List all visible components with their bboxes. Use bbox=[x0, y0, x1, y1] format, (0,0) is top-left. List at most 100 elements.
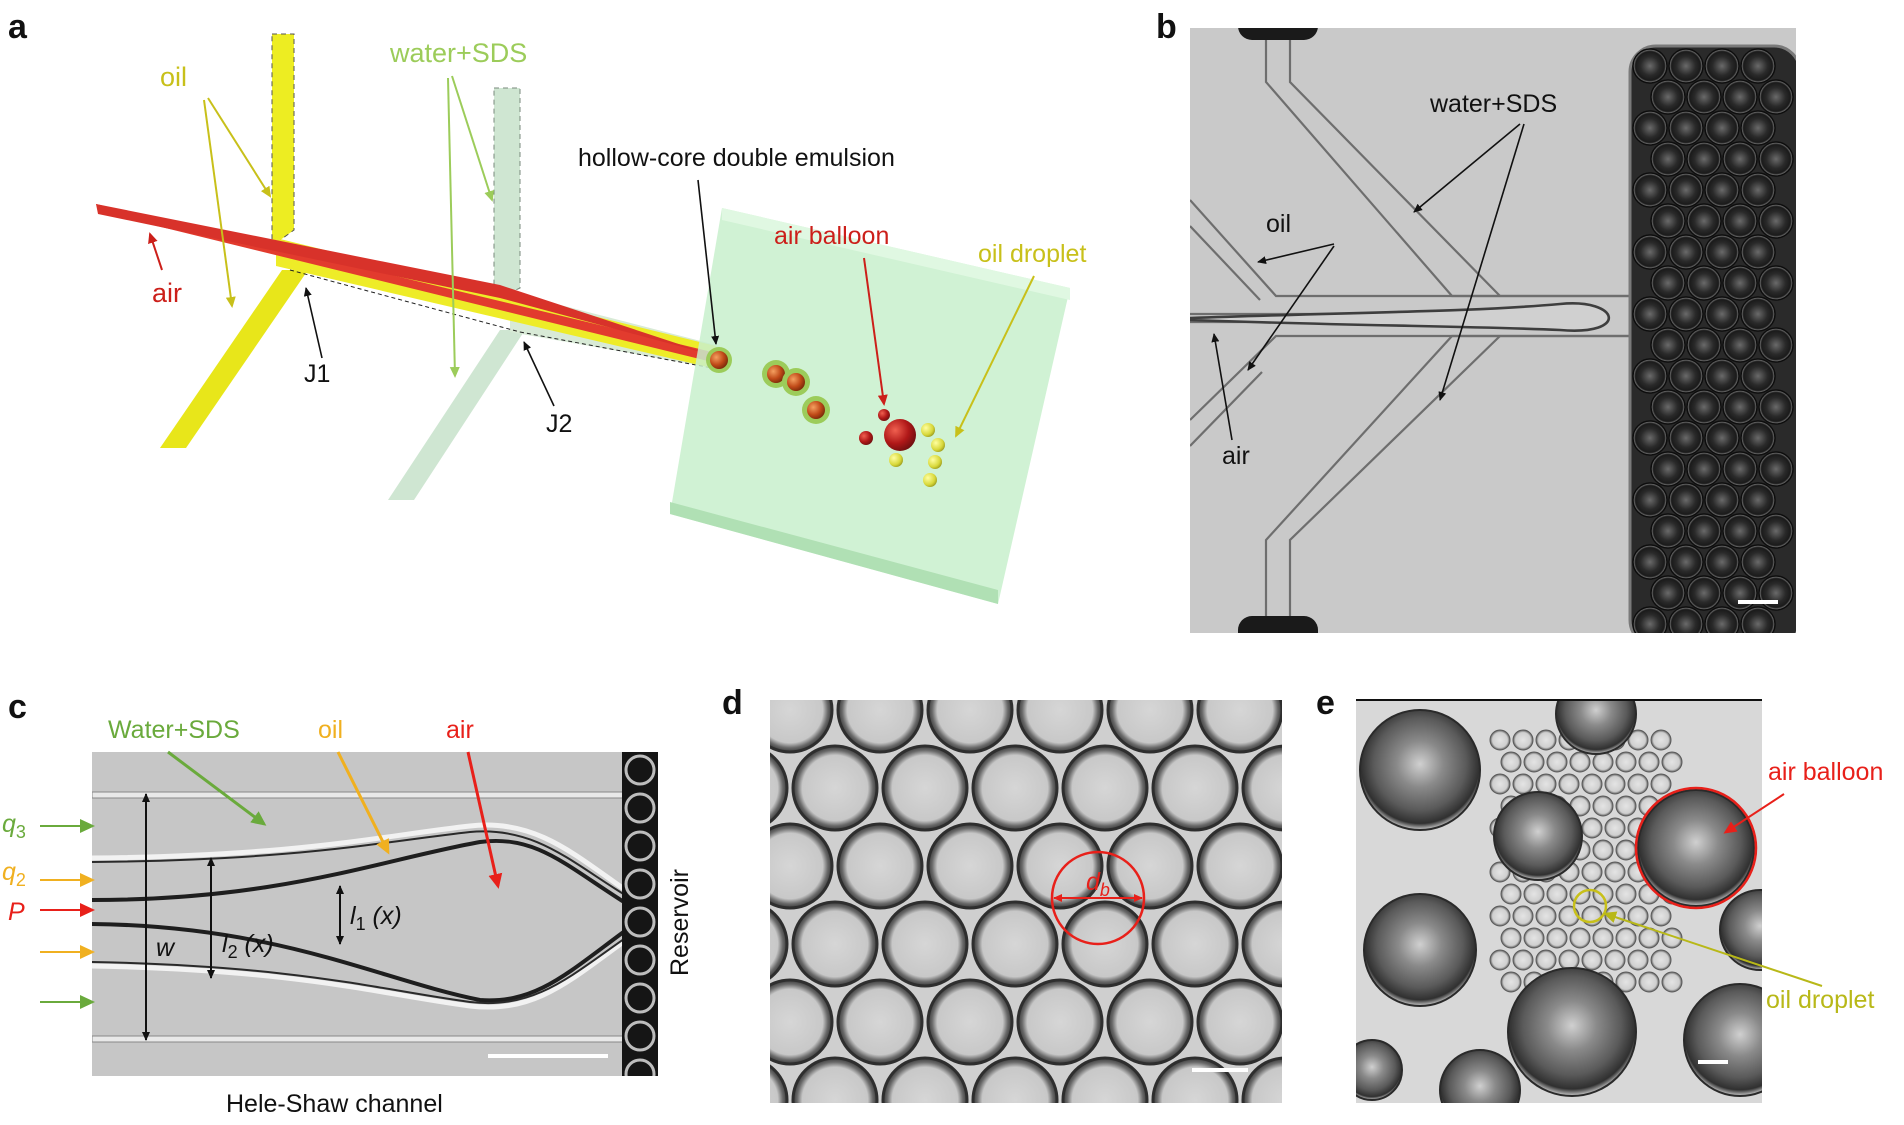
oil-droplet bbox=[1546, 751, 1568, 773]
panel-letter-b: b bbox=[1156, 8, 1177, 46]
label-q3: q3 bbox=[2, 810, 26, 842]
oil-droplet bbox=[1592, 883, 1614, 905]
oil-droplet bbox=[1604, 949, 1626, 971]
panel-letter-a: a bbox=[8, 8, 28, 46]
micrograph-c bbox=[92, 752, 658, 1076]
channel-wall-upper-oil bbox=[1190, 199, 1640, 298]
bubble bbox=[770, 978, 834, 1066]
oil-droplet bbox=[1512, 773, 1534, 795]
bubble bbox=[971, 744, 1059, 832]
oil-droplet bbox=[1615, 751, 1637, 773]
oil-droplet bbox=[1650, 773, 1672, 795]
oil-droplet bbox=[1535, 773, 1557, 795]
label-oil-droplet-e: oil droplet bbox=[1766, 986, 1874, 1014]
label-reservoir: Reservoir bbox=[666, 869, 694, 976]
arrow-oil-c bbox=[336, 751, 390, 855]
droplet-1-core bbox=[767, 365, 785, 383]
bubble bbox=[1686, 389, 1722, 425]
bubble bbox=[770, 752, 789, 824]
oil-droplet bbox=[1615, 883, 1637, 905]
label-oil-a: oil bbox=[160, 62, 187, 92]
oil-droplet-2 bbox=[931, 438, 945, 452]
label-p: P bbox=[8, 898, 25, 926]
bubble bbox=[881, 744, 969, 832]
oil-droplet bbox=[1523, 883, 1545, 905]
bubble bbox=[836, 978, 924, 1066]
oil-droplet bbox=[1615, 927, 1637, 949]
label-w: w bbox=[156, 934, 176, 962]
bubble bbox=[1758, 79, 1794, 115]
channel-wall-upper-water-2 bbox=[1288, 30, 1501, 297]
oil-droplet bbox=[1627, 773, 1649, 795]
bubble bbox=[1650, 513, 1686, 549]
bubble bbox=[1650, 327, 1686, 363]
bubble bbox=[791, 1056, 879, 1103]
oil-droplet bbox=[1661, 751, 1683, 773]
oil-droplet bbox=[1558, 949, 1580, 971]
oil-droplet bbox=[1615, 971, 1637, 993]
oil-lower-interface-dark bbox=[92, 927, 641, 1004]
bubble bbox=[1722, 141, 1758, 177]
arrow-oil-droplet-e bbox=[1603, 911, 1823, 987]
bubble bbox=[1650, 389, 1686, 425]
bubble bbox=[1196, 978, 1282, 1066]
oil-droplet bbox=[1489, 861, 1511, 883]
oil-droplet bbox=[1500, 927, 1522, 949]
bubble bbox=[1686, 265, 1722, 301]
bubble bbox=[836, 700, 924, 754]
oil-inlet-bottom bbox=[160, 270, 308, 448]
bubble bbox=[1722, 79, 1758, 115]
air-balloon bbox=[1363, 893, 1477, 1007]
wall-bottom-c bbox=[92, 1035, 633, 1043]
oil-droplet bbox=[1638, 971, 1660, 993]
air-balloon bbox=[1555, 700, 1637, 755]
reservoir-bubble bbox=[624, 1020, 656, 1052]
bubble bbox=[1668, 110, 1704, 146]
oil-droplet bbox=[1489, 905, 1511, 927]
bubble bbox=[1668, 48, 1704, 84]
label-j2: J2 bbox=[546, 410, 572, 438]
channel-wall-upper-oil-2 bbox=[1190, 225, 1261, 301]
arrow-j1 bbox=[303, 287, 323, 359]
label-hele-shaw: Hele-Shaw channel bbox=[226, 1090, 443, 1118]
arrow-air-balloon-a bbox=[863, 257, 888, 406]
air-balloon bbox=[1356, 1039, 1403, 1101]
bubble bbox=[1668, 544, 1704, 580]
air-upper-interface bbox=[92, 838, 642, 914]
oil-droplet bbox=[1512, 729, 1534, 751]
oil-droplet bbox=[1581, 949, 1603, 971]
arrow-water-c bbox=[167, 750, 267, 826]
label-oil-c: oil bbox=[318, 716, 343, 744]
bubble bbox=[1686, 79, 1722, 115]
bubble bbox=[1632, 358, 1668, 394]
arrow-oil-b-2 bbox=[1247, 245, 1335, 371]
oil-droplet bbox=[1661, 927, 1683, 949]
bubble bbox=[1704, 48, 1740, 84]
oil-droplet bbox=[1569, 751, 1591, 773]
bubble bbox=[1668, 172, 1704, 208]
oil-droplet bbox=[1512, 905, 1534, 927]
bubble bbox=[1758, 389, 1794, 425]
bubble bbox=[1668, 482, 1704, 518]
bubble bbox=[1722, 575, 1758, 611]
label-air-a: air bbox=[152, 278, 182, 308]
oil-droplet bbox=[1638, 751, 1660, 773]
bubble bbox=[658, 980, 742, 1064]
bubble bbox=[1106, 978, 1194, 1066]
bubble bbox=[1650, 575, 1686, 611]
reservoir-bubble bbox=[624, 1058, 656, 1076]
oil-droplet bbox=[1489, 773, 1511, 795]
oil-droplet-1 bbox=[921, 423, 935, 437]
bubble bbox=[1686, 203, 1722, 239]
bubble bbox=[1758, 575, 1794, 611]
reservoir-bubble bbox=[624, 792, 656, 824]
bubble bbox=[1686, 575, 1722, 611]
label-j1: J1 bbox=[304, 360, 330, 388]
label-q2: q2 bbox=[2, 858, 26, 890]
bubble bbox=[1740, 234, 1776, 270]
oil-upper-interface bbox=[92, 822, 642, 903]
oil-droplet bbox=[1546, 927, 1568, 949]
bubble bbox=[1722, 513, 1758, 549]
label-oil-droplet-a: oil droplet bbox=[978, 240, 1086, 268]
